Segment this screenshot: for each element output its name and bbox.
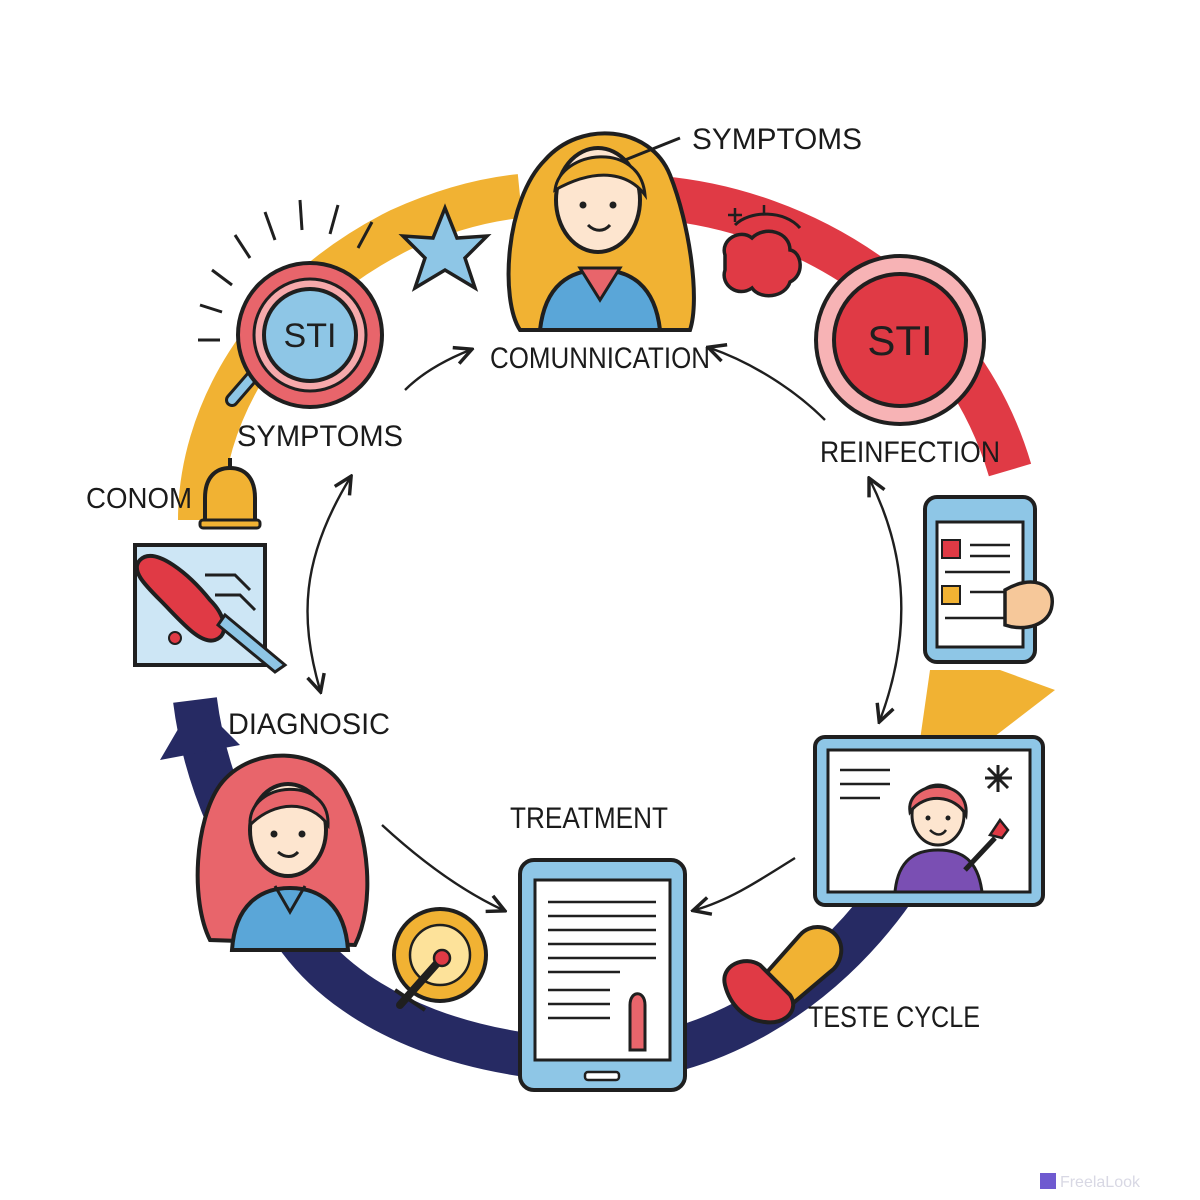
diagnosic-label: DIAGNOSIC [228,708,390,741]
conom-label: CONOM [86,483,192,515]
swab-card-icon [133,543,288,674]
watermark-logo-icon [1039,1173,1056,1189]
bell-icon [198,458,262,530]
red-hair-woman-icon [195,753,370,952]
reinfection-label: REINFECTION [820,436,1000,469]
red-blobs-icon [722,205,802,298]
communication-label: COMUNNICATION [490,342,710,375]
ring-yellow-arc [178,174,523,521]
arrow-to-communication [404,350,470,391]
sti-left-label: STI [284,317,337,355]
pill-capsule-icon [722,925,844,1025]
ring-navy-arrowhead [160,700,240,760]
sti-button-icon [814,254,986,426]
watermark: FreelaLook [1039,1173,1140,1192]
syringe-badge-icon [392,907,488,1012]
sti-badge-icon [198,199,384,409]
sti-right-label: STI [867,317,932,364]
star-icon [398,203,492,292]
arrow-reinfection-test [870,480,903,720]
arrow-symptoms-diagnosic [308,478,350,690]
symptoms-left-label: SYMPTOMS [237,420,403,453]
arrow-to-treatment-left [381,824,503,910]
teste-cycle-label: TESTE CYCLE [808,1001,980,1034]
woman-avatar-icon [506,131,696,332]
inner-arrows [308,348,903,910]
tablet-checklist-icon [923,495,1054,664]
arrow-to-treatment-right [695,856,796,910]
video-call-icon [813,735,1045,907]
watermark-text: FreelaLook [1059,1174,1140,1191]
treatment-label: TREATMENT [510,802,668,835]
ring-yellow-arrow [920,670,1055,740]
arrow-from-reinfection [710,348,826,421]
tablet-report-icon [518,858,687,1092]
symptoms-top-label: SYMPTOMS [692,123,862,156]
